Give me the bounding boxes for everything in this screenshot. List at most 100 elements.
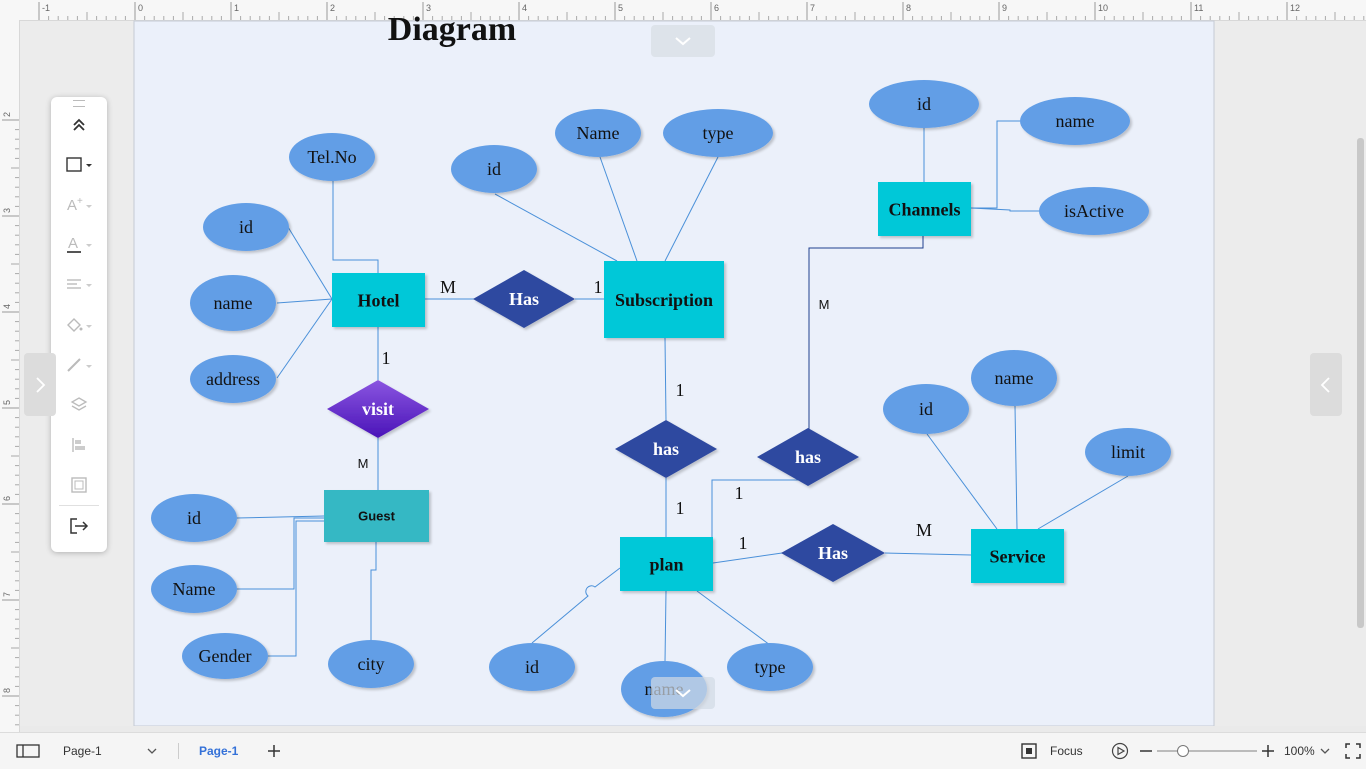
attribute-ch-id[interactable]: id	[869, 80, 979, 128]
attribute-svc-id[interactable]: id	[883, 384, 969, 434]
diagram-title[interactable]: Diagram	[388, 11, 516, 48]
ruler-label: 8	[906, 3, 911, 13]
svg-text:+: +	[77, 196, 83, 207]
bottom-collapse-button[interactable]	[651, 677, 715, 709]
page-select[interactable]: Page-1	[63, 733, 158, 769]
attribute-label: id	[919, 399, 933, 419]
zoom-in-icon[interactable]	[1261, 733, 1275, 769]
entity-hotel[interactable]: Hotel	[332, 273, 425, 327]
attribute-svc-name[interactable]: name	[971, 350, 1057, 406]
relationship-has-hotel-sub[interactable]: Has	[473, 270, 575, 328]
cardinality-label: M	[819, 297, 830, 312]
align-text-icon[interactable]	[63, 271, 95, 299]
format-icon[interactable]	[63, 471, 95, 499]
cardinality-label: M	[916, 520, 932, 540]
zoom-slider-knob[interactable]	[1177, 745, 1189, 757]
relationship-has-plan-channels[interactable]: has	[757, 428, 859, 486]
attribute-sub-name[interactable]: Name	[555, 109, 641, 157]
attribute-sub-type[interactable]: type	[663, 109, 773, 157]
attribute-hotel-address[interactable]: address	[190, 355, 276, 403]
attribute-hotel-name[interactable]: name	[190, 275, 276, 331]
horizontal-scrollbar[interactable]	[20, 726, 1366, 732]
attribute-label: limit	[1111, 442, 1145, 462]
layers-icon[interactable]	[63, 391, 95, 419]
relationship-has-plan-service[interactable]: Has	[781, 524, 885, 582]
connector-line	[1014, 405, 1018, 530]
attribute-label: type	[703, 123, 734, 143]
relationship-label: has	[795, 447, 821, 467]
line-color-icon[interactable]	[63, 351, 95, 379]
connector-line	[711, 479, 809, 537]
ruler-label: 7	[810, 3, 815, 13]
focus-icon[interactable]	[1021, 733, 1037, 769]
add-page-icon[interactable]	[266, 733, 282, 769]
tab-page-1[interactable]: Page-1	[199, 744, 239, 758]
connector-line	[599, 156, 638, 262]
connector-line	[971, 120, 1020, 209]
attribute-sub-id[interactable]: id	[451, 145, 537, 193]
attribute-label: name	[214, 293, 253, 313]
arrange-icon[interactable]	[63, 431, 95, 459]
attribute-guest-gender[interactable]: Gender	[182, 633, 268, 679]
attribute-guest-city[interactable]: city	[328, 640, 414, 688]
entity-service[interactable]: Service	[971, 529, 1064, 583]
attribute-label: Name	[577, 123, 620, 143]
entity-guest[interactable]: Guest	[324, 490, 429, 542]
fill-color-icon[interactable]	[63, 311, 95, 339]
collapse-up-icon[interactable]	[63, 111, 95, 139]
connector-line	[237, 517, 324, 590]
right-panel-handle[interactable]	[1310, 353, 1342, 416]
text-style-icon[interactable]: A+	[63, 191, 95, 219]
attribute-svc-limit[interactable]: limit	[1085, 428, 1171, 476]
connectors	[236, 120, 1129, 663]
relationship-visit[interactable]: visit	[327, 380, 429, 438]
shape-rectangle-icon[interactable]	[63, 151, 95, 179]
zoom-menu-chevron-icon[interactable]	[1320, 733, 1330, 769]
attribute-hotel-telno[interactable]: Tel.No	[289, 133, 375, 181]
entity-channels[interactable]: Channels	[878, 182, 971, 236]
vertical-scrollbar[interactable]	[1357, 138, 1364, 628]
ruler-label: 10	[1098, 3, 1108, 13]
attribute-label: name	[1056, 111, 1095, 131]
entity-plan[interactable]: plan	[620, 537, 713, 591]
attribute-ch-isactive[interactable]: isActive	[1039, 187, 1149, 235]
relationship-has-sub-plan[interactable]: has	[615, 420, 717, 478]
attribute-ch-name[interactable]: name	[1020, 97, 1130, 145]
exit-icon[interactable]	[63, 512, 95, 540]
ruler-label: 2	[330, 3, 335, 13]
attribute-plan-type[interactable]: type	[727, 643, 813, 691]
ruler-label: 6	[2, 496, 12, 501]
fullscreen-icon[interactable]	[1345, 733, 1361, 769]
font-color-icon[interactable]: A	[63, 231, 95, 259]
top-collapse-button[interactable]	[651, 25, 715, 57]
attribute-guest-name[interactable]: Name	[151, 565, 237, 613]
left-panel-handle[interactable]	[24, 353, 56, 416]
connector-line	[370, 542, 377, 640]
attribute-label: isActive	[1064, 201, 1124, 221]
zoom-slider[interactable]	[1157, 733, 1257, 769]
attribute-hotel-id[interactable]: id	[203, 203, 289, 251]
connector-line	[808, 236, 924, 430]
ruler-label: 11	[1194, 3, 1203, 13]
zoom-out-icon[interactable]	[1139, 733, 1153, 769]
zoom-slider-track	[1157, 745, 1257, 757]
ruler-label: 5	[2, 400, 12, 405]
zoom-level[interactable]: 100%	[1284, 744, 1315, 758]
play-icon[interactable]	[1111, 733, 1129, 769]
entity-label: Subscription	[615, 290, 713, 310]
attribute-guest-id[interactable]: id	[151, 494, 237, 542]
chevron-right-icon	[36, 376, 46, 393]
entity-subscription[interactable]: Subscription	[604, 261, 724, 338]
page-panel-toggle-icon[interactable]	[16, 733, 40, 769]
focus-label[interactable]: Focus	[1050, 744, 1083, 758]
ruler-label: 12	[1290, 3, 1300, 13]
tool-palette: A+ A	[51, 97, 107, 552]
connector-line	[268, 520, 324, 657]
ruler-label: 1	[234, 3, 239, 13]
drag-handle-icon[interactable]	[73, 100, 85, 107]
status-bar: Page-1 Page-1 Focus 100%	[0, 732, 1366, 769]
attribute-plan-id[interactable]: id	[489, 643, 575, 691]
